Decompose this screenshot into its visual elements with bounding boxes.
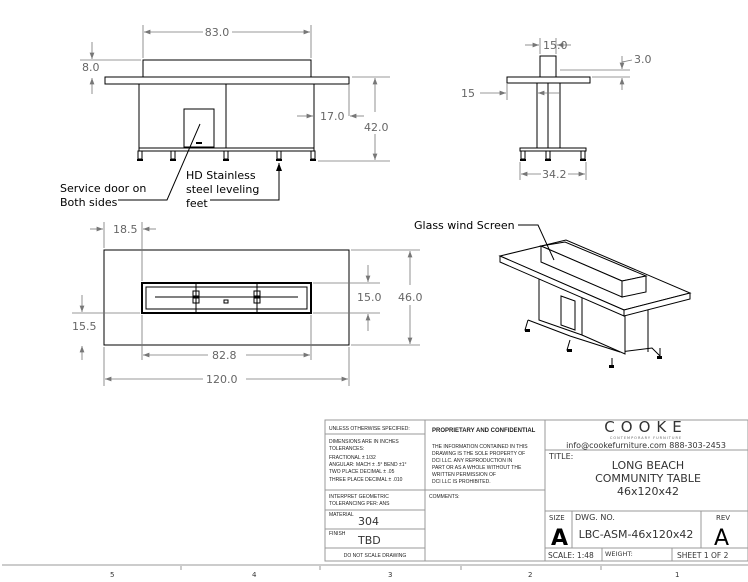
sheet-number: SHEET 1 OF 2 xyxy=(677,551,729,560)
finish-label: FINISH xyxy=(329,531,346,537)
comments-label: COMMENTS: xyxy=(429,494,460,500)
title-block: UNLESS OTHERWISE SPECIFIED: DIMENSIONS A… xyxy=(324,418,748,562)
callout-service-door-1: Service door on xyxy=(60,182,146,195)
iso-service-door xyxy=(560,295,576,331)
tolerance-line: ANGULAR: MACH ± .5° BEND ±1° xyxy=(329,462,407,468)
burner-pan xyxy=(141,282,312,314)
interpret-label: TOLERANCING PER: ANS xyxy=(329,501,390,507)
title-label: TITLE: xyxy=(548,452,573,461)
tolerance-line: FRACTIONAL ± 1/32 xyxy=(329,455,376,461)
dim-base-width: 34.2 xyxy=(542,168,567,181)
callout-feet-3: feet xyxy=(186,197,208,210)
callout-feet-2: steel leveling xyxy=(186,183,259,196)
tolerance-line: DIMENSIONS ARE IN INCHES xyxy=(329,439,399,445)
dim-screen-thickness: 3.0 xyxy=(634,53,652,66)
top-view: 18.5 15.0 46.0 15.5 82.8 120.0 xyxy=(72,222,423,386)
dim-inset-y: 15.5 xyxy=(72,320,97,333)
dim-burner-depth: 15.0 xyxy=(357,291,382,304)
logo-tagline: CONTEMPORARY FURNITURE xyxy=(610,436,682,440)
dim-width: 83.0 xyxy=(205,26,230,39)
tolerance-line: THREE PLACE DECIMAL ± .010 xyxy=(329,477,403,483)
dim-depth: 46.0 xyxy=(398,291,423,304)
proprietary-line: DRAWING IS THE SOLE PROPERTY OF xyxy=(432,451,525,457)
drawing-title: LONG BEACH xyxy=(612,459,684,472)
dim-height: 42.0 xyxy=(364,121,389,134)
scale: SCALE: 1:48 xyxy=(548,551,594,560)
rev-label: REV xyxy=(716,514,730,522)
dim-length: 120.0 xyxy=(206,373,238,386)
zone-label: 4 xyxy=(252,571,257,579)
proprietary-line: THE INFORMATION CONTAINED IN THIS xyxy=(432,444,528,450)
proprietary-line: DCI LLC IS PROHIBITED. xyxy=(432,479,491,485)
cooke-logo: COOKE xyxy=(604,418,687,436)
interpret-label: INTERPRET GEOMETRIC xyxy=(329,494,389,500)
tolerances-header: UNLESS OTHERWISE SPECIFIED: xyxy=(329,426,410,432)
no-scale-note: DO NOT SCALE DRAWING xyxy=(344,553,407,559)
weight-label: WEIGHT: xyxy=(605,550,633,558)
iso-view: Glass wind Screen xyxy=(414,219,692,368)
callout-service-door-2: Both sides xyxy=(60,196,118,209)
material-value: 304 xyxy=(358,515,379,528)
zone-markers: 5 4 3 2 1 xyxy=(110,566,679,579)
dim-inset-x: 18.5 xyxy=(113,223,138,236)
drawing-title: COMMUNITY TABLE xyxy=(595,472,701,485)
dim-overhang: 15 xyxy=(461,87,475,100)
proprietary-header: PROPRIETARY AND CONFIDENTIAL xyxy=(432,428,536,434)
size-value: A xyxy=(551,526,568,551)
callout-feet-1: HD Stainless xyxy=(186,169,256,182)
dim-screen-width: 15.0 xyxy=(543,39,568,52)
tolerance-line: TOLERANCES: xyxy=(329,446,364,452)
tolerance-line: TWO PLACE DECIMAL ± .05 xyxy=(329,469,395,475)
dwg-no-value: LBC-ASM-46x120x42 xyxy=(579,528,694,541)
dwg-no-label: DWG. NO. xyxy=(575,513,615,522)
front-view: 83.0 8.0 17.0 42.0 Service door on Both … xyxy=(60,25,390,210)
service-door xyxy=(183,108,215,148)
dim-screen-height: 8.0 xyxy=(82,61,100,74)
proprietary-line: PART OR AS A WHOLE WITHOUT THE xyxy=(432,465,522,471)
zone-label: 5 xyxy=(110,571,114,579)
contact-info: info@cookefurniture.com 888-303-2453 xyxy=(566,441,726,450)
drawing-title: 46x120x42 xyxy=(617,485,679,498)
proprietary-line: WRITTEN PERMISSION OF xyxy=(432,472,496,478)
finish-value: TBD xyxy=(357,534,381,547)
callout-wind-screen: Glass wind Screen xyxy=(414,219,515,232)
zone-label: 2 xyxy=(528,571,532,579)
proprietary-line: DCI LLC. ANY REPRODUCTION IN xyxy=(432,458,513,464)
dim-burner-length: 82.8 xyxy=(212,349,237,362)
rev-value: A xyxy=(714,526,729,551)
dim-offset: 17.0 xyxy=(320,110,345,123)
size-label: SIZE xyxy=(549,514,565,522)
side-view: 15.0 3.0 15 34.2 xyxy=(461,38,652,181)
material-label: MATERIAL xyxy=(329,512,354,518)
zone-label: 3 xyxy=(388,571,392,579)
zone-label: 1 xyxy=(675,571,679,579)
leveling-feet xyxy=(137,150,316,161)
